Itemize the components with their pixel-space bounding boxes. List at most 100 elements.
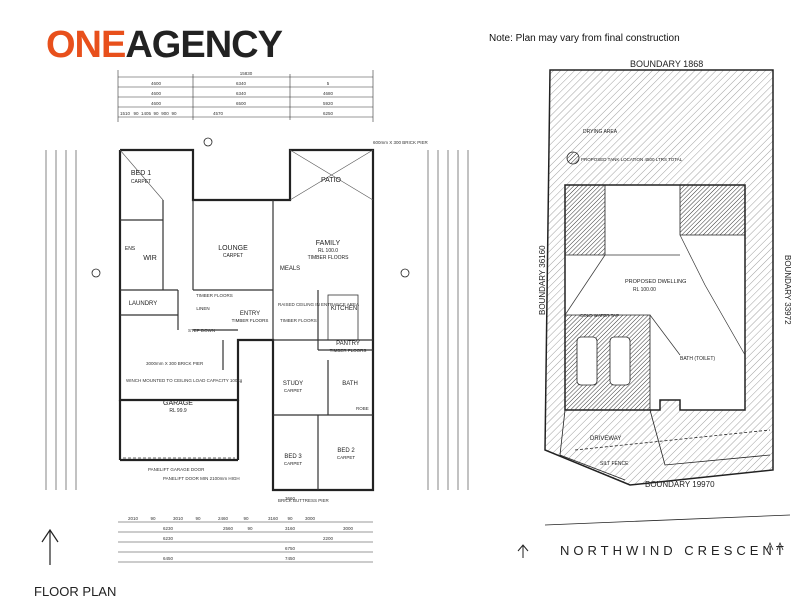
room-patio: PATIO <box>321 177 342 184</box>
dim-bottom: 3160 <box>268 516 279 521</box>
floor-plan: BED 1 CARPET WIR ENS LOUNGE CARPET FAMIL… <box>28 60 498 600</box>
dim-top-total: 15830 <box>240 71 253 76</box>
dim-bottom: 6450 <box>163 556 174 561</box>
dim-top: 5920 <box>323 101 334 106</box>
dim-top: 4600 <box>151 91 162 96</box>
tank-icon <box>566 151 580 165</box>
logo-part-one: ONE <box>46 24 126 66</box>
bath-toilet-label: BATH (TOILET) <box>680 356 715 362</box>
dim-top: 90 <box>153 111 159 116</box>
dim-top: 1405 <box>141 111 152 116</box>
dim-top: 6340 <box>236 81 247 86</box>
room-study: STUDY <box>283 381 303 387</box>
annotation-timber-floors-2: TIMBER FLOORS <box>280 318 317 323</box>
dim-bottom: 2010 <box>128 516 139 521</box>
dwelling-rl-label: RL 100.00 <box>633 287 656 293</box>
dim-bottom: 3000 <box>305 516 316 521</box>
silt-fence-label: SILT FENCE <box>600 461 629 467</box>
dim-top: 4570 <box>213 111 224 116</box>
dim-bottom: 6230 <box>163 526 174 531</box>
dim-top: 6250 <box>323 111 334 116</box>
annotation-raised-ceiling: RAISED CEILING IN ENTRANCE AREA <box>278 302 359 307</box>
car-icon <box>609 336 631 386</box>
annotation-brick-buttress: BRICK BUTTRESS PIER <box>278 498 330 503</box>
section-marker-icon <box>91 268 101 278</box>
room-wir: WIR <box>143 255 157 262</box>
dim-bottom: 3160 <box>285 526 296 531</box>
dim-top: 4680 <box>323 91 334 96</box>
construction-note: Note: Plan may vary from final construct… <box>489 33 680 44</box>
dim-top: 4600 <box>151 101 162 106</box>
annotation-step-down: STEP DOWN <box>188 328 215 333</box>
room-study-floor: CARPET <box>284 388 303 393</box>
room-pantry: PANTRY <box>336 341 360 347</box>
section-marker-icon <box>203 137 213 147</box>
dim-bottom: 2460 <box>218 516 229 521</box>
annotation-brick-pier: 3000mm X 300 BRICK PIER <box>146 361 204 366</box>
room-meals: MEALS <box>280 266 300 272</box>
room-bed1: BED 1 <box>131 170 151 177</box>
room-lounge-floor: CARPET <box>223 253 243 259</box>
tank-location-label: PROPOSED TANK LOCATION 4500 LTRS TOTAL <box>581 157 683 162</box>
logo-part-agency: AGENCY <box>125 24 283 66</box>
room-entry-floor: TIMBER FLOORS <box>232 318 269 323</box>
room-kitchen: KITCHEN <box>331 306 357 312</box>
dim-top: 4600 <box>151 81 162 86</box>
boundary-top-label: BOUNDARY 1868 <box>630 59 703 69</box>
dim-bottom: 6750 <box>285 546 296 551</box>
site-plan: BOUNDARY 1868 BOUNDARY 36160 BOUNDARY 33… <box>505 55 795 600</box>
room-bed3: BED 3 <box>284 454 302 460</box>
north-arrow-icon <box>517 544 529 558</box>
annotation-panelift-min: PANELIFT DOOR MIN 2100mm HIGH <box>163 476 240 481</box>
room-family-floor: TIMBER FLOORS <box>308 255 350 261</box>
dim-bottom: 90 <box>247 526 253 531</box>
room-laundry: LAUNDRY <box>129 301 158 307</box>
section-marker-icon <box>400 268 410 278</box>
room-family-rl: RL 100.0 <box>318 248 338 254</box>
boundary-right-label: BOUNDARY 33972 <box>783 255 792 325</box>
room-pantry-floor: TIMBER FLOORS <box>330 348 367 353</box>
room-entry: ENTRY <box>240 311 260 317</box>
annotation-top-pier: 600mm X 300 BRICK PIER <box>373 140 429 145</box>
dim-bottom: 3000 <box>343 526 354 531</box>
room-linen: LINEN <box>196 306 209 311</box>
room-lounge: LOUNGE <box>218 245 248 252</box>
dim-bottom: 2560 <box>223 526 234 531</box>
dim-bottom: 90 <box>287 516 293 521</box>
cold-water-tap-label: COLD WATER TAP <box>580 313 619 318</box>
drying-area-label: DRYING AREA <box>583 129 618 135</box>
room-bed2-floor: CARPET <box>337 455 356 460</box>
annotation-timber-floors: TIMBER FLOORS <box>196 293 233 298</box>
street-name-label: NORTHWIND CRESCENT <box>560 543 788 558</box>
room-garage-rl: RL 99.9 <box>169 408 187 414</box>
dim-top: 5 <box>327 81 330 86</box>
dim-bottom: 2200 <box>323 536 334 541</box>
room-bath: BATH <box>342 381 358 387</box>
dim-bottom: 3010 <box>173 516 184 521</box>
dim-top: 90 <box>133 111 139 116</box>
dim-top: 6340 <box>236 91 247 96</box>
dim-top: 900 <box>161 111 169 116</box>
dim-bottom: 90 <box>150 516 156 521</box>
dim-top: 1510 <box>120 111 131 116</box>
dim-bottom: 90 <box>243 516 249 521</box>
room-ens: ENS <box>125 246 136 252</box>
annotation-robe: ROBE <box>356 406 369 411</box>
dim-bottom: 6230 <box>163 536 174 541</box>
floor-plan-label: FLOOR PLAN <box>34 584 117 599</box>
car-icon <box>576 336 598 386</box>
dim-top: 6500 <box>236 101 247 106</box>
brand-logo: ONEAGENCY <box>46 24 283 66</box>
room-bed1-floor: CARPET <box>131 179 151 185</box>
proposed-dwelling-label: PROPOSED DWELLING <box>625 279 686 285</box>
dim-bottom: 90 <box>195 516 201 521</box>
driveway-label: DRIVEWAY <box>590 436 621 442</box>
dim-top: 90 <box>171 111 177 116</box>
annotation-winch: WINCH MOUNTED TO CEILING LOAD CAPACITY 1… <box>126 378 243 383</box>
room-bed3-floor: CARPET <box>284 461 303 466</box>
room-garage: GARAGE <box>163 400 193 407</box>
boundary-left-label: BOUNDARY 36160 <box>538 245 547 315</box>
dim-bottom: 3660 <box>285 496 296 501</box>
boundary-bottom-label: BOUNDARY 19970 <box>645 480 715 489</box>
room-bed2: BED 2 <box>337 448 355 454</box>
